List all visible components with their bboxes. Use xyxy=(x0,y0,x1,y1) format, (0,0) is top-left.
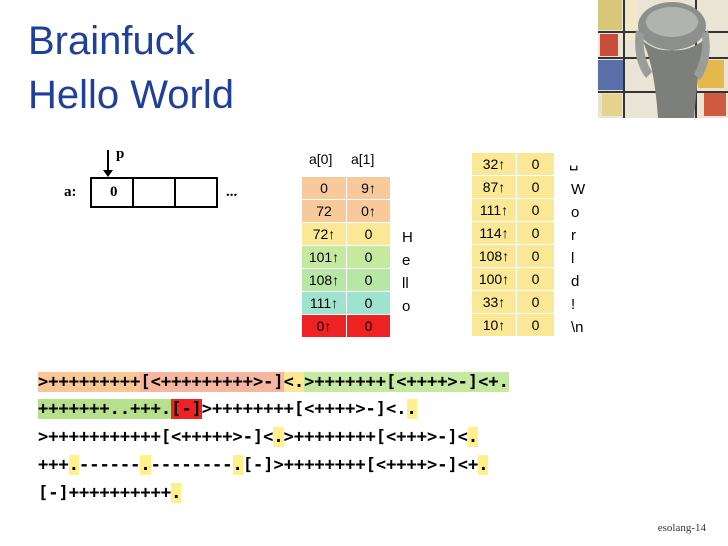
table2-cell-a0: 100↑ xyxy=(472,268,516,291)
code-seg: [-]++++++++++ xyxy=(38,483,172,503)
table1-cell-a0: 0 xyxy=(302,177,346,200)
letter-e: e xyxy=(402,252,411,269)
letter-W: W xyxy=(571,181,586,198)
table1-cell-a0: 108↑ xyxy=(302,269,346,292)
header-a0: a[0] xyxy=(309,151,333,167)
table2-cell-a1: 0 xyxy=(516,245,554,268)
code-seg: . xyxy=(478,455,489,475)
slide-title-line2: Hello World xyxy=(28,73,234,117)
table2-cell-a0: 32↑ xyxy=(472,153,516,176)
table1-cell-a0: 72↑ xyxy=(302,223,346,246)
letter-H: H xyxy=(402,229,413,246)
code-seg: <. xyxy=(283,372,305,392)
code-seg: . xyxy=(467,427,479,447)
table2-cell-a0: 87↑ xyxy=(472,176,516,199)
array-label: a: xyxy=(64,184,77,200)
code-line-5: [-]++++++++++. xyxy=(38,482,182,504)
letter-r: r xyxy=(571,227,576,244)
pointer-arrowhead xyxy=(103,170,113,177)
table1-cell-a1: 0 xyxy=(346,246,390,269)
table2-cell-a1: 0 xyxy=(516,199,554,222)
code-seg: . xyxy=(406,399,417,419)
pointer-label: p xyxy=(116,146,125,162)
code-seg: . xyxy=(273,427,284,447)
table1-cell-a0: 72 xyxy=(302,200,346,223)
table1-cell-a1: 9↑ xyxy=(346,177,390,200)
table2-cell-a0: 10↑ xyxy=(472,314,516,337)
table1-cell-a0: 101↑ xyxy=(302,246,346,269)
letter-newline: \n xyxy=(571,319,584,336)
code-seg: >+++++++[<++++>-]<+. xyxy=(304,372,509,392)
hero-illustration xyxy=(598,0,728,118)
table2-cell-a0: 108↑ xyxy=(472,245,516,268)
letter-o: o xyxy=(402,298,411,315)
slide-footer: esolang-14 xyxy=(657,522,706,534)
code-line-2: +++++++..+++.[-]>++++++++[<++++>-]<.. xyxy=(38,398,417,420)
code-seg: [<+++++++++>-] xyxy=(140,372,284,392)
letter-d: d xyxy=(571,273,580,290)
letter-ll: ll xyxy=(402,275,409,292)
code-line-1: >+++++++++[<+++++++++>-]<.>+++++++[<++++… xyxy=(38,371,509,393)
code-seg: >++++++++[<+++>-]< xyxy=(283,427,468,447)
table1-cell-a0: 111↑ xyxy=(302,292,346,315)
code-seg: +++. xyxy=(130,399,172,419)
code-seg: . xyxy=(232,455,243,475)
table1-cell-a1: 0 xyxy=(346,269,390,292)
code-line-4: +++.------.--------.[-]>++++++++[<++++>-… xyxy=(38,454,489,476)
table2-cell-a1: 0 xyxy=(516,153,554,176)
code-seg: . xyxy=(171,483,182,503)
table2-cell-a1: 0 xyxy=(516,222,554,245)
table2-cell-a0: 114↑ xyxy=(472,222,516,245)
table1-cell-a0: 0↑ xyxy=(302,315,346,338)
table1-cell-a1: 0 xyxy=(346,223,390,246)
code-seg: [-]>++++++++[<++++>-]<+ xyxy=(242,455,479,475)
letter-bang: ! xyxy=(571,296,576,313)
code-line-3: >+++++++++++[<+++++>-]<.>++++++++[<+++>-… xyxy=(38,426,479,448)
code-seg: ------ xyxy=(78,455,141,475)
code-seg: +++ xyxy=(38,455,69,475)
table2-cell-a1: 0 xyxy=(516,291,554,314)
code-seg: -------- xyxy=(150,455,233,475)
tape-ellipsis: ... xyxy=(226,184,238,200)
table1-cell-a1: 0 xyxy=(346,315,390,338)
letter-l: l xyxy=(571,250,575,267)
table2-cell-a1: 0 xyxy=(516,314,554,337)
pointer-arrow xyxy=(107,150,109,172)
code-seg: >++++++++[<++++>-]<. xyxy=(201,399,407,419)
tape-cell-0: 0 xyxy=(90,177,134,208)
table2-cell-a1: 0 xyxy=(516,268,554,291)
table1-cell-a1: 0 xyxy=(346,292,390,315)
code-seg: [-] xyxy=(171,399,202,419)
table1-cell-a1: 0↑ xyxy=(346,200,390,223)
table2-cell-a0: 111↑ xyxy=(472,199,516,222)
code-seg: >+++++++++++[<+++++>-]< xyxy=(38,427,274,447)
table2-cell-a0: 33↑ xyxy=(472,291,516,314)
space-symbol: ␣ xyxy=(569,154,579,171)
tape-cell-2 xyxy=(174,177,218,208)
code-seg: . xyxy=(68,455,79,475)
slide-title-line1: Brainfuck xyxy=(28,19,195,63)
tape-cell-1 xyxy=(132,177,176,208)
table2-cell-a1: 0 xyxy=(516,176,554,199)
code-seg: . xyxy=(140,455,151,475)
letter-o2: o xyxy=(571,204,580,221)
code-seg: >+++++++++ xyxy=(38,372,141,392)
header-a1: a[1] xyxy=(351,151,375,167)
code-seg: +++++++.. xyxy=(38,399,131,419)
